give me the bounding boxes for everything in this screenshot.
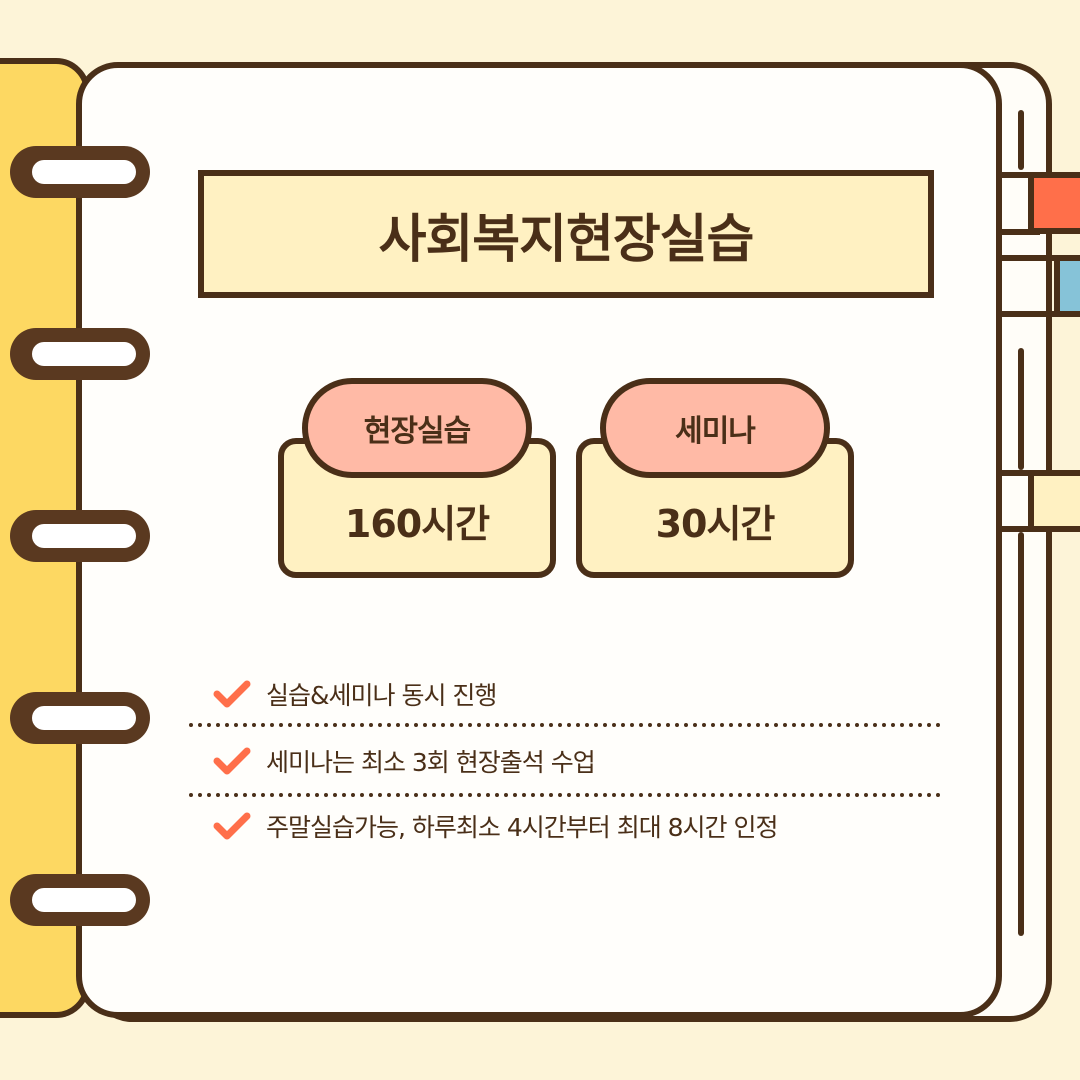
dotted-divider: [189, 723, 943, 727]
page-edge-line: [1018, 110, 1024, 170]
tab-divider: [1000, 311, 1060, 317]
card-label: 세미나: [675, 414, 756, 449]
card-label-pill: 현장실습: [302, 378, 532, 478]
card-label-pill: 세미나: [600, 378, 830, 478]
tab-divider: [1000, 526, 1040, 532]
ring-icon: [10, 510, 150, 562]
page-edge-line: [1018, 532, 1024, 936]
ring-icon: [10, 874, 150, 926]
ring-icon: [10, 692, 150, 744]
card-label: 현장실습: [363, 414, 471, 449]
page-title: 사회복지현장실습: [378, 209, 755, 270]
tab-divider: [1000, 172, 1040, 178]
tab-divider: [1000, 470, 1040, 476]
page-edge-line: [1018, 348, 1024, 470]
card-value: 30시간: [655, 502, 776, 546]
list-item-text: 주말실습가능, 하루최소 4시간부터 최대 8시간 인정: [266, 813, 778, 842]
list-item-text: 실습&세미나 동시 진행: [266, 681, 497, 710]
list-item: 주말실습가능, 하루최소 4시간부터 최대 8시간 인정: [212, 802, 952, 850]
ring-icon: [10, 328, 150, 380]
list-item: 실습&세미나 동시 진행: [212, 670, 952, 718]
index-tab-blue[interactable]: [1054, 255, 1080, 317]
list-item-text: 세미나는 최소 3회 현장출석 수업: [266, 748, 596, 777]
index-tab-yellow[interactable]: [1028, 470, 1080, 532]
check-icon: [213, 812, 251, 840]
tab-divider: [1000, 229, 1040, 235]
title-banner: 사회복지현장실습: [198, 170, 934, 298]
list-item: 세미나는 최소 3회 현장출석 수업: [212, 737, 952, 785]
check-icon: [213, 680, 251, 708]
ring-icon: [10, 146, 150, 198]
index-tab-red[interactable]: [1028, 172, 1080, 234]
card-value: 160시간: [344, 502, 490, 546]
check-icon: [213, 747, 251, 775]
tab-divider: [1000, 255, 1060, 261]
dotted-divider: [189, 793, 943, 797]
